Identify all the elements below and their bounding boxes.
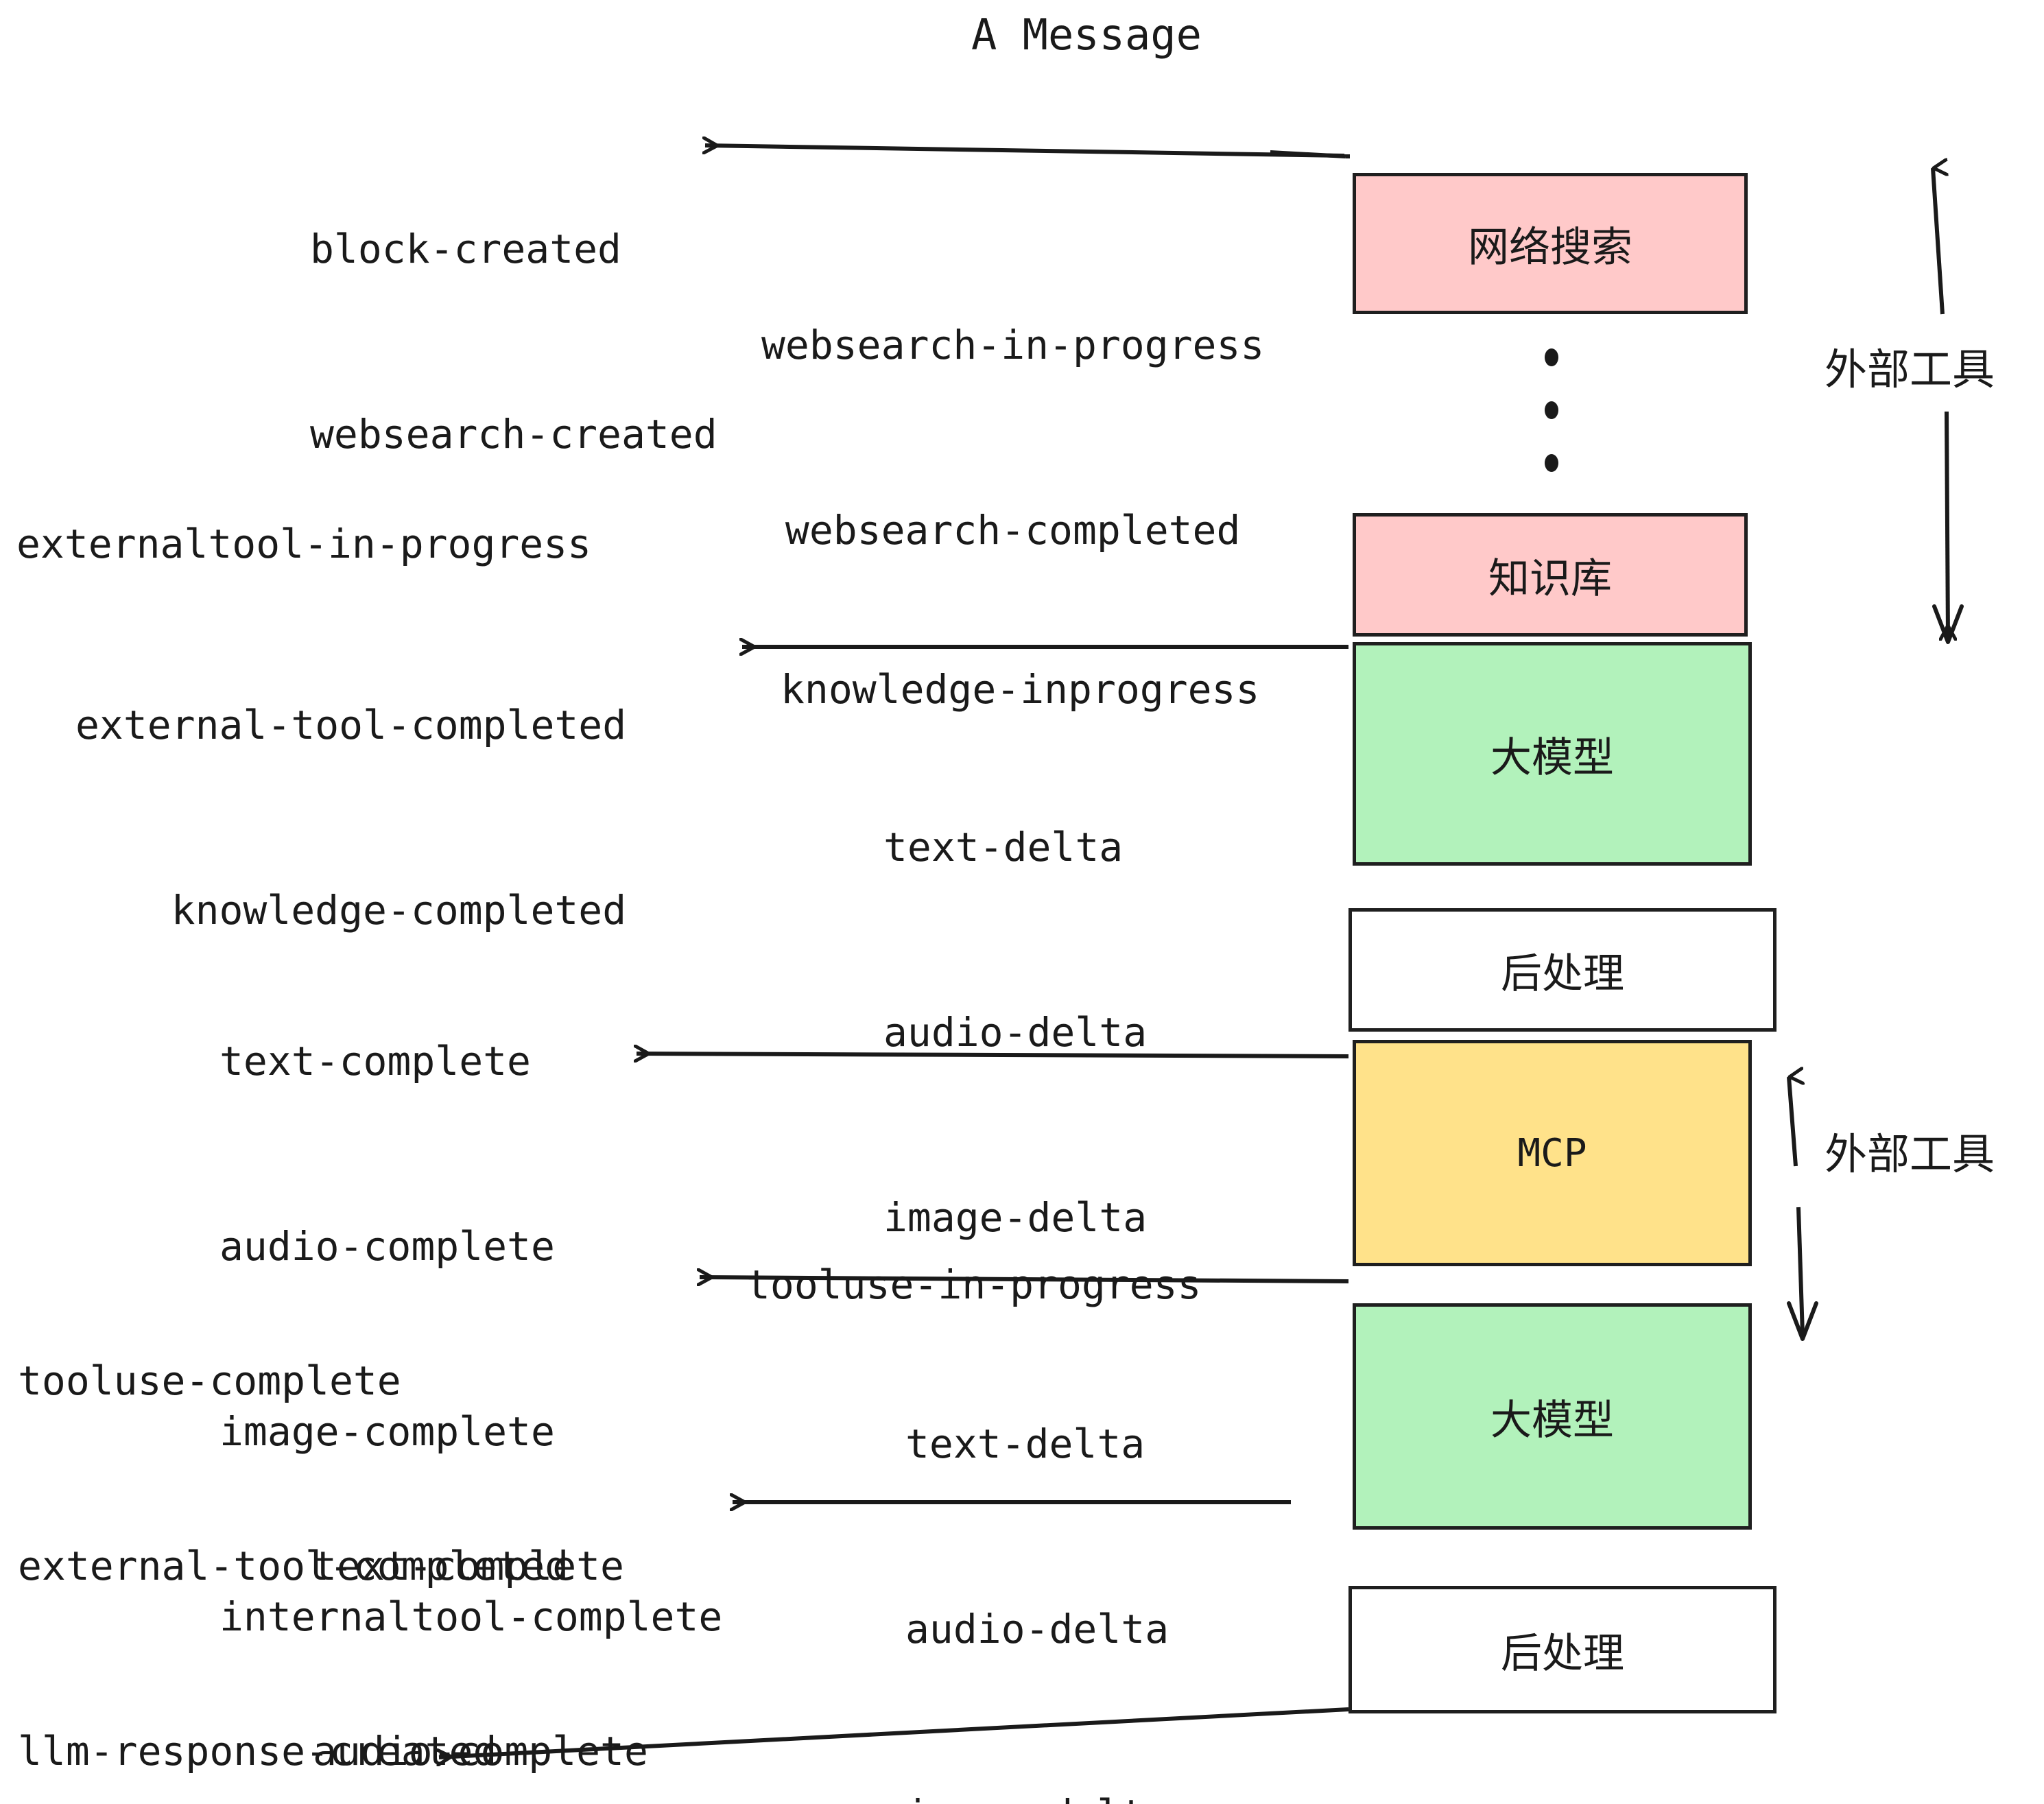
- events-tooluse-in-progress: tooluse-in-progress: [746, 1130, 1201, 1439]
- box-llm-1[interactable]: 大模型: [1353, 642, 1752, 866]
- external-tool-arrow-down-top: [1932, 411, 1964, 644]
- events-postprocess1-completes: text-complete audio-complete image-compl…: [219, 907, 722, 1771]
- events-postprocess2-completes: text-complete audio-complete image-compl…: [313, 1412, 816, 1804]
- events-tooluse-complete-group: tooluse-complete external-tool-completed…: [18, 1226, 569, 1804]
- box-mcp[interactable]: MCP: [1353, 1040, 1752, 1266]
- event-line: text-complete: [219, 1038, 531, 1084]
- box-postprocess-2-label: 后处理: [1501, 1629, 1624, 1678]
- event-line: tooluse-in-progress: [746, 1261, 1202, 1308]
- event-line: websearch-created: [310, 411, 717, 458]
- event-line: audio-delta: [883, 1009, 1148, 1056]
- event-line: websearch-in-progress: [761, 322, 1265, 368]
- events-externaltool-in-progress: externaltool-in-progress: [16, 390, 591, 698]
- events-websearch-progress: websearch-in-progress websearch-complete…: [761, 191, 1264, 685]
- event-line: external-tool-completed: [75, 702, 627, 748]
- event-line: audio-delta: [905, 1606, 1169, 1652]
- ellipsis-dot: [1545, 454, 1558, 472]
- arrow-websearch-to-created: [705, 145, 1350, 158]
- external-tool-arrow-up-top: [1931, 168, 1942, 315]
- event-line: externaltool-in-progress: [16, 521, 592, 567]
- arrow-postprocess2-to-block-complete: [439, 1707, 1349, 1757]
- event-line: text-complete: [313, 1543, 624, 1589]
- box-websearch-label: 网络搜索: [1468, 223, 1632, 272]
- event-line: tooluse-complete: [18, 1357, 401, 1404]
- ellipsis-dot: [1545, 401, 1558, 419]
- diagram-title: A Message: [971, 10, 1202, 60]
- event-line: text-delta: [883, 824, 1124, 870]
- events-block-complete: block-complete: [11, 1727, 346, 1804]
- arrow-postprocess1-to-image-complete: [637, 1054, 1349, 1056]
- arrow-mcp-to-tooluse-complete: [700, 1277, 1349, 1281]
- event-line: image-delta: [883, 1194, 1148, 1241]
- box-postprocess-2[interactable]: 后处理: [1348, 1586, 1776, 1713]
- ellipsis-dot: [1545, 348, 1558, 366]
- event-line: image-delta: [905, 1783, 1169, 1804]
- event-line: text-delta: [905, 1421, 1145, 1467]
- side-label-external-tool-bottom: 外部工具: [1825, 1129, 1995, 1179]
- box-mcp-label: MCP: [1517, 1130, 1587, 1176]
- event-line: external-tool-completed: [18, 1543, 569, 1589]
- event-line: audio-complete: [219, 1223, 555, 1270]
- event-line: internaltool-complete: [219, 1593, 723, 1640]
- event-line: knowledge-inprogress: [781, 666, 1260, 713]
- event-line: block-created: [310, 226, 621, 272]
- box-postprocess-1[interactable]: 后处理: [1348, 908, 1776, 1032]
- external-tool-arrow-down-bottom: [1787, 1207, 1818, 1341]
- box-llm-2[interactable]: 大模型: [1353, 1303, 1752, 1530]
- events-external-knowledge-completed: external-tool-completed knowledge-comple…: [75, 571, 626, 1065]
- event-line: audio-complete: [313, 1728, 648, 1775]
- box-postprocess-1-label: 后处理: [1501, 949, 1624, 998]
- events-knowledge-inprogress: knowledge-inprogress: [781, 535, 1259, 844]
- box-knowledge[interactable]: 知识库: [1353, 513, 1748, 637]
- external-tool-arrow-up-bottom: [1787, 1077, 1796, 1167]
- event-line: knowledge-completed: [171, 887, 627, 934]
- box-llm-2-label: 大模型: [1490, 1396, 1614, 1445]
- box-websearch[interactable]: 网络搜索: [1353, 173, 1748, 314]
- events-llm2-deltas: text-delta audio-delta image-delta: [905, 1290, 1169, 1804]
- side-label-external-tool-top: 外部工具: [1825, 344, 1995, 394]
- box-llm-1-label: 大模型: [1490, 733, 1614, 782]
- event-line: image-complete: [219, 1408, 555, 1455]
- event-line: llm-response-created: [18, 1728, 497, 1775]
- events-llm1-deltas: text-delta audio-delta image-delta: [883, 693, 1147, 1372]
- box-knowledge-label: 知识库: [1488, 554, 1612, 603]
- events-block-websearch-created: block-created websearch-created: [310, 95, 717, 589]
- event-line: websearch-completed: [785, 507, 1241, 554]
